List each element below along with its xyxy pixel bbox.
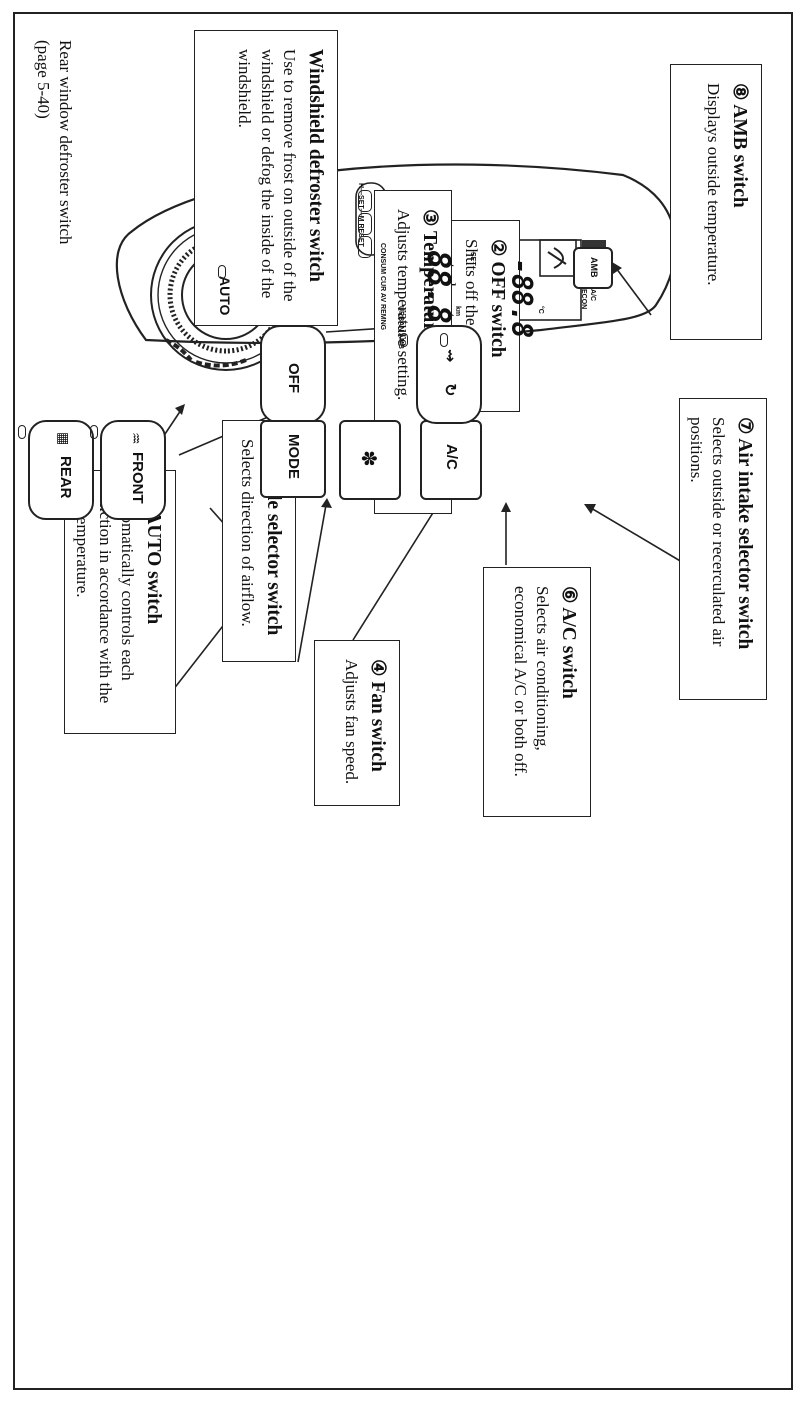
- auto-label: AUTO: [217, 276, 233, 316]
- callout-air-intake: ⑦ Air intake selector switch Selects out…: [679, 398, 767, 700]
- intake-led-2: [440, 333, 448, 347]
- fan-icon: ✽: [357, 450, 379, 467]
- callout-ac: ⑥ A/C switch Selects air conditioning, e…: [483, 567, 591, 817]
- lcd-unit-right: °C: [537, 306, 544, 314]
- amb-label: AMB: [589, 257, 599, 278]
- arrow-ac: [501, 502, 511, 512]
- leader-mode: [297, 504, 327, 663]
- callout-fan-title: ④ Fan switch: [367, 659, 388, 772]
- callout-ac-body: Selects air conditioning, economical A/C…: [510, 586, 552, 777]
- rear-defrost-label: Rear window defroster switch (page 5-40): [33, 40, 75, 245]
- econ-indicator: ECON: [580, 289, 587, 310]
- recirculation-icon: ↻: [441, 383, 458, 397]
- arrow-mode: [321, 498, 332, 508]
- front-led: [90, 425, 98, 439]
- reset-button[interactable]: [358, 236, 372, 258]
- lcd-digits-right: -88.8: [505, 258, 538, 338]
- callout-auto-body: Automatically controls each function in …: [73, 489, 137, 704]
- callout-amb: ⑧ AMB switch Displays outside temperatur…: [670, 64, 762, 340]
- h-button[interactable]: [358, 190, 372, 212]
- callout-fan-body: Adjusts fan speed.: [341, 659, 361, 785]
- off-label: OFF: [285, 363, 302, 393]
- ac-label: A/C: [443, 444, 460, 470]
- callout-auto-title: ① AUTO switch: [143, 489, 164, 625]
- callout-air-intake-title: ⑦ Air intake selector switch: [734, 417, 755, 650]
- set-label: SET: [469, 252, 476, 266]
- intake-led-1: [400, 333, 408, 347]
- m-button[interactable]: [358, 213, 372, 235]
- air-intake-button[interactable]: ⇝ ↻: [416, 325, 482, 424]
- front-defrost-label: FRONT: [129, 452, 146, 504]
- arrow-rear: [175, 404, 185, 415]
- fresh-air-icon: ⇝: [441, 349, 458, 363]
- auto-button[interactable]: AUTO: [187, 256, 265, 334]
- mode-label: MODE: [285, 434, 302, 479]
- rear-defrost-icon: ▦: [56, 432, 72, 446]
- arrow-amb: [612, 262, 622, 274]
- leader-air-intake: [590, 507, 683, 563]
- rear-defrost-button-label: REAR: [57, 456, 74, 499]
- rear-led: [18, 425, 26, 439]
- leader-fan: [352, 499, 442, 641]
- callout-fan: ④ Fan switch Adjusts fan speed.: [314, 640, 400, 806]
- ac-button[interactable]: A/C: [420, 420, 482, 500]
- rear-defrost-button[interactable]: REAR ▦: [28, 420, 94, 520]
- front-defrost-button[interactable]: FRONT ♒: [100, 420, 166, 520]
- off-button[interactable]: OFF: [260, 325, 326, 424]
- callout-amb-body: Displays outside temperature.: [703, 83, 723, 286]
- arrow-air-intake: [584, 504, 596, 514]
- lcd-digits-left: 88.8: [420, 250, 458, 324]
- callout-air-intake-body: Selects outside or recerculated air posi…: [686, 417, 728, 647]
- amb-button[interactable]: AMB: [573, 247, 613, 289]
- windshield-defrost-icon: ♒: [128, 432, 144, 445]
- mode-button[interactable]: MODE: [260, 420, 326, 498]
- callout-amb-title: ⑧ AMB switch: [729, 83, 750, 208]
- lcd-unit-left: km: [454, 306, 461, 317]
- modes-label: CONSUM CUR AV REMNG: [379, 243, 386, 331]
- fan-button[interactable]: ✽: [339, 420, 401, 500]
- auto-led: [218, 265, 226, 279]
- leader-amb: [615, 267, 652, 316]
- callout-mode-body: Selects direction of airflow.: [237, 439, 257, 627]
- ac-indicator: A/C: [589, 289, 596, 302]
- callout-ac-title: ⑥ A/C switch: [558, 586, 579, 699]
- callout-windshield-title: Windshield defroster switch: [305, 49, 326, 282]
